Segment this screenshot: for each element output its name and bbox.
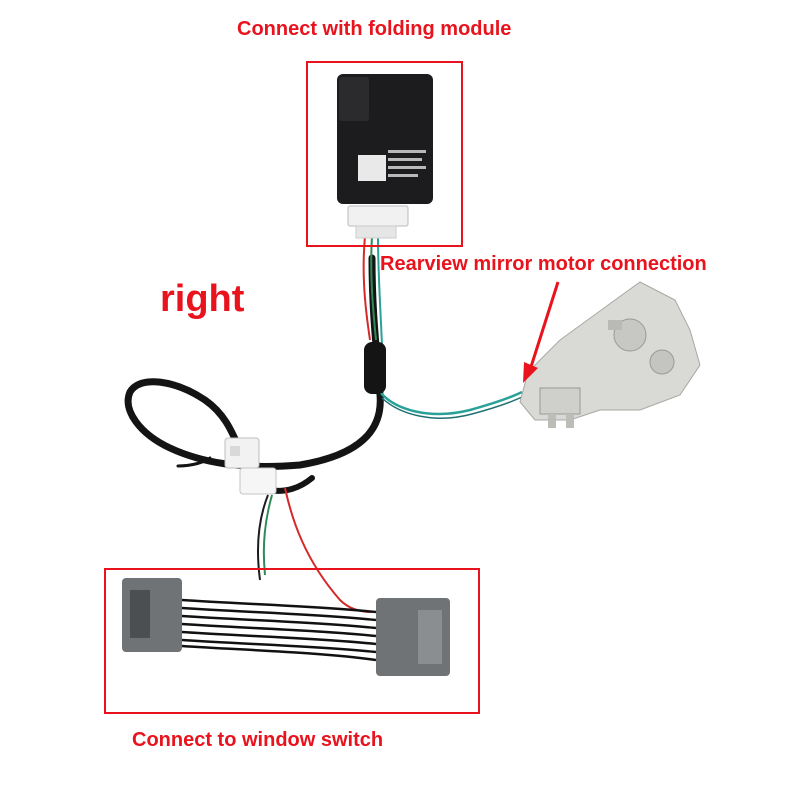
arrow-to-motor	[523, 281, 560, 383]
wire-to-motor-2	[381, 395, 525, 419]
window-switch-highlight-box	[104, 568, 480, 714]
window-switch-label: Connect to window switch	[132, 729, 384, 751]
wire-red	[362, 235, 371, 341]
heat-shrink	[364, 342, 386, 394]
side-label: right	[160, 278, 245, 320]
folding-module-label: Connect with folding module	[237, 18, 512, 40]
harness-tail	[176, 456, 212, 468]
window-switch-harness	[122, 578, 450, 676]
motor-connection-label: Rearview mirror motor connection	[380, 253, 707, 275]
wire-black-lower	[257, 494, 269, 581]
wire-green-lower	[262, 494, 273, 576]
folding-module-highlight-box	[306, 61, 463, 247]
wire-teal	[377, 237, 383, 346]
inline-connector	[224, 437, 277, 495]
wire-to-motor	[379, 390, 523, 416]
folding-module	[337, 74, 433, 239]
mirror-motor	[519, 281, 701, 428]
